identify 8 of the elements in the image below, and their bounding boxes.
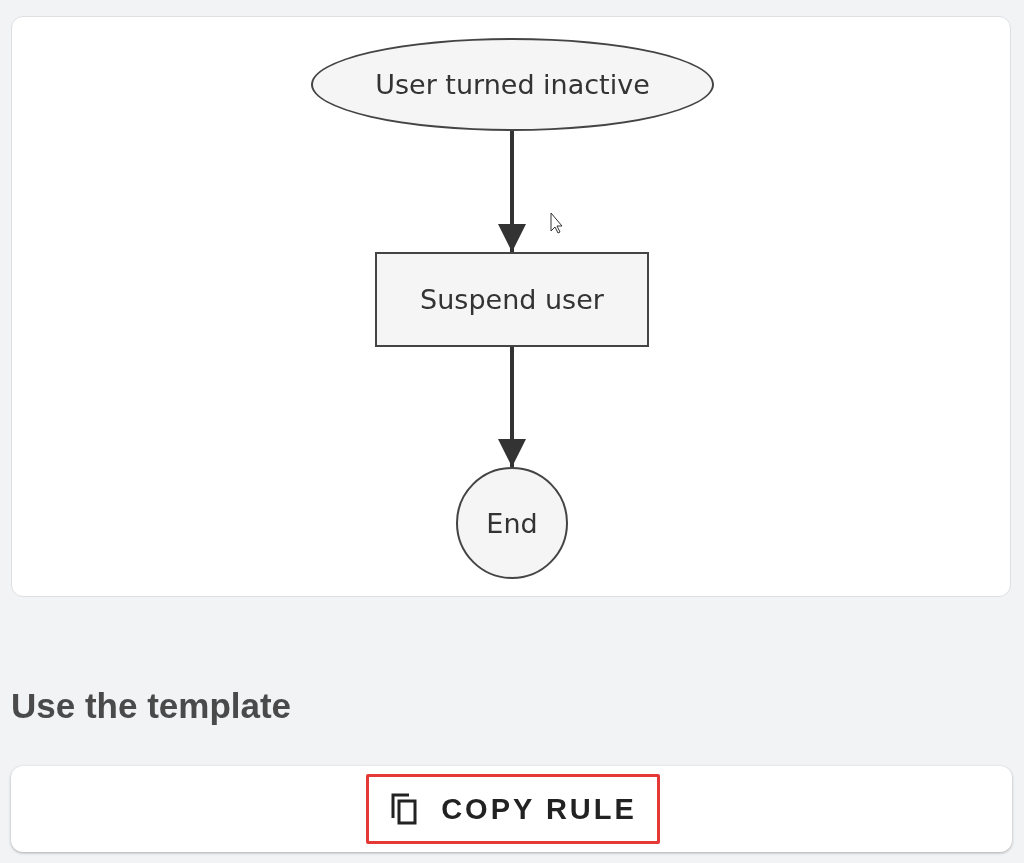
copy-button: COPY RULE <box>366 774 660 844</box>
node-label: Suspend user <box>420 284 604 315</box>
arrow <box>498 347 526 467</box>
arrow <box>498 131 526 252</box>
section-heading: Use the template <box>11 686 292 726</box>
node-label: User turned inactive <box>375 69 650 100</box>
process-box <box>375 252 649 347</box>
node-label: End <box>486 507 538 539</box>
